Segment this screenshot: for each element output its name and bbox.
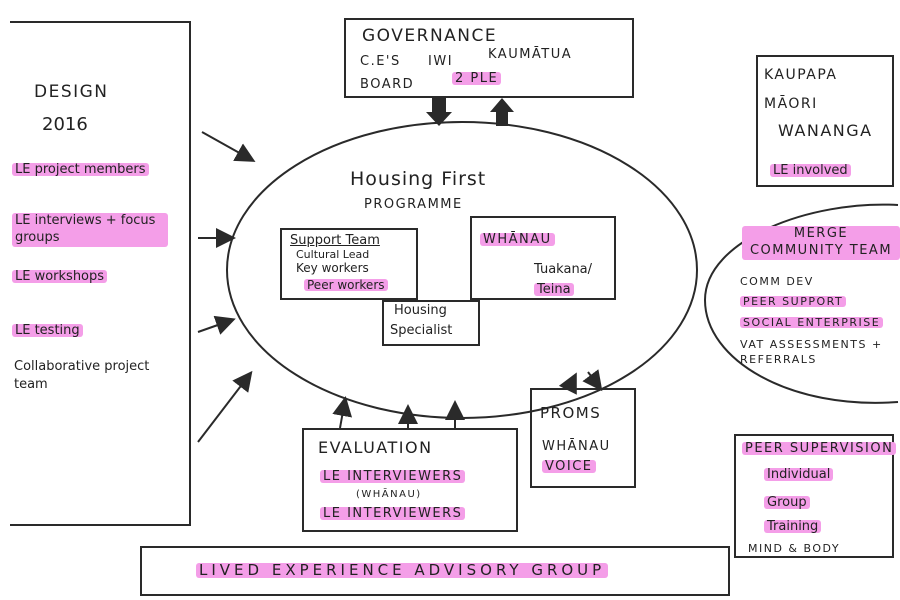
design-arrow-3 bbox=[197, 315, 236, 335]
design-note: Collaborative project team bbox=[14, 359, 150, 393]
kaupapa-line3: Wananga bbox=[778, 121, 873, 140]
kaupapa-item: LE involved bbox=[770, 164, 851, 177]
kaupapa-line1: Kaupapa bbox=[764, 67, 838, 83]
governance-item-iwi: IWI bbox=[428, 54, 454, 69]
governance-item-ces: C.E's bbox=[360, 54, 401, 69]
peer-supervision-box bbox=[734, 434, 894, 558]
support-item-cultural: Cultural Lead bbox=[296, 248, 370, 261]
support-team-box bbox=[280, 228, 418, 300]
governance-arrow-down bbox=[426, 98, 452, 126]
kaupapa-line2: Māori bbox=[764, 96, 818, 112]
whanau-box bbox=[470, 216, 616, 300]
peer-item-training: Training bbox=[764, 520, 822, 533]
proms-arrow-down bbox=[582, 369, 603, 392]
governance-arrow-up bbox=[490, 98, 514, 126]
design-year: 2016 bbox=[42, 114, 88, 135]
evaluation-item-1: LE Interviewers bbox=[320, 470, 466, 483]
governance-item-board: Board bbox=[360, 77, 415, 92]
peer-supervision-title: Peer Supervision bbox=[742, 442, 897, 455]
design-item-members: LE project members bbox=[12, 163, 149, 176]
support-team-title: Support Team bbox=[290, 233, 380, 248]
merge-item-vat: VAT Assessments + Referrals bbox=[740, 338, 883, 367]
design-item-interviews: LE interviews + focus groups bbox=[12, 213, 168, 247]
evaluation-arrow-1 bbox=[332, 396, 353, 429]
advisory-label: Lived Experience Advisory Group bbox=[196, 563, 609, 578]
housing-line1: Housing bbox=[394, 303, 447, 318]
proms-item-line1: Whānau bbox=[542, 439, 611, 454]
design-item-workshops: LE workshops bbox=[12, 270, 108, 283]
governance-box bbox=[344, 18, 634, 98]
design-arrow-4 bbox=[197, 370, 253, 443]
proms-arrow-up bbox=[558, 372, 577, 395]
peer-item-group: Group bbox=[764, 496, 810, 509]
evaluation-title: Evaluation bbox=[318, 438, 433, 457]
evaluation-item-2: LE Interviewers bbox=[320, 507, 466, 520]
whanau-item-line1: Tuakana/ bbox=[534, 262, 593, 277]
merge-title: Merge Community Team bbox=[742, 226, 900, 260]
merge-item-social: Social Enterprise bbox=[740, 317, 884, 328]
proms-item-line2: Voice bbox=[542, 460, 596, 473]
design-item-testing: LE testing bbox=[12, 324, 83, 337]
design-arrow-1 bbox=[201, 131, 256, 162]
evaluation-item-whanau: (Whānau) bbox=[356, 489, 422, 500]
housing-line2: Specialist bbox=[390, 323, 453, 338]
kaupapa-box bbox=[756, 55, 894, 187]
merge-item-comm: Comm Dev bbox=[740, 275, 814, 288]
housing-specialist-box bbox=[382, 300, 480, 346]
support-item-keyworkers: Key workers bbox=[296, 261, 369, 275]
peer-footer: Mind & Body bbox=[748, 542, 841, 555]
evaluation-box bbox=[302, 428, 518, 532]
merge-ellipse bbox=[703, 203, 899, 404]
peer-item-individual: Individual bbox=[764, 468, 834, 481]
whanau-title: Whānau bbox=[480, 233, 555, 246]
design-panel-border bbox=[10, 21, 191, 526]
governance-item-2ple: 2 PLE bbox=[452, 72, 502, 85]
whanau-item-line2: Teina bbox=[534, 283, 574, 296]
programme-title: Housing First bbox=[350, 168, 487, 190]
governance-item-kaumatua: Kaumātua bbox=[488, 47, 573, 62]
advisory-box bbox=[140, 546, 730, 596]
proms-box bbox=[530, 388, 636, 488]
design-title: Design bbox=[34, 82, 109, 102]
governance-title: Governance bbox=[362, 26, 498, 46]
programme-subtitle: Programme bbox=[364, 197, 463, 212]
proms-title: PROMS bbox=[540, 404, 602, 422]
merge-item-peer: Peer Support bbox=[740, 296, 847, 307]
support-item-peer: Peer workers bbox=[304, 279, 388, 291]
